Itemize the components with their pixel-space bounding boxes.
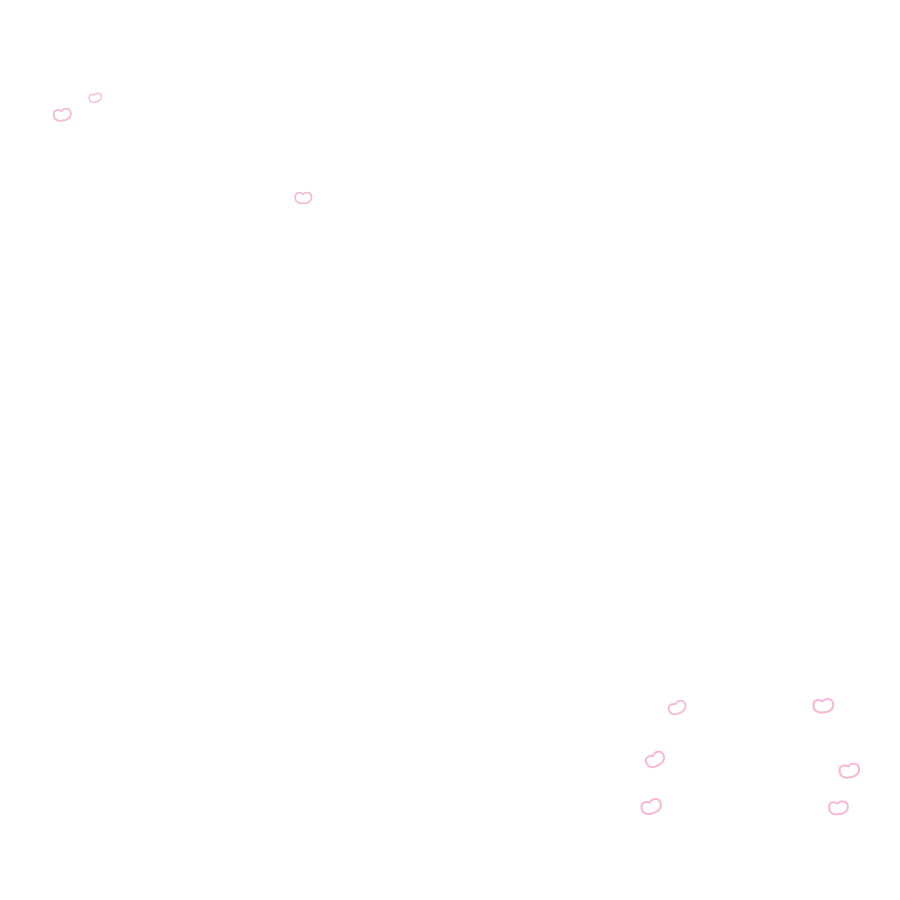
- heart-ring-icon: [639, 796, 664, 818]
- heart-ring-icon: [837, 761, 862, 780]
- heart-ring-icon: [812, 697, 835, 715]
- heart-ring-icon: [827, 800, 850, 816]
- heart-ring-icon: [87, 91, 103, 104]
- heart-ring-icon: [666, 698, 689, 718]
- heart-ring-icon: [294, 191, 313, 205]
- heart-ring-icon: [52, 107, 73, 123]
- heart-ring-icon: [643, 748, 668, 771]
